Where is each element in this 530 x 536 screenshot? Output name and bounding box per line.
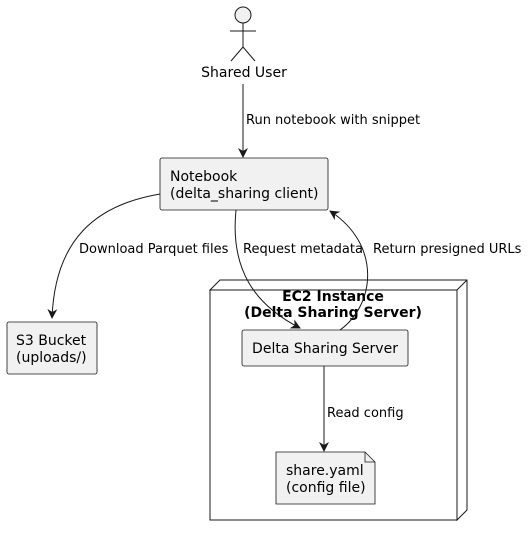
config-title: share.yaml [286, 463, 364, 479]
config-subtitle: (config file) [286, 480, 366, 496]
edge-run-notebook: Run notebook with snippet [238, 84, 420, 158]
edge-request-metadata: Request metadata [234, 209, 363, 329]
s3-bucket-box: S3 Bucket (uploads/) [6, 321, 98, 375]
server-label: Delta Sharing Server [252, 341, 398, 357]
actor-shared-user: Shared User [201, 6, 287, 81]
edge-download-parquet: Download Parquet files [47, 193, 229, 319]
ec2-subtitle: (Delta Sharing Server) [244, 305, 422, 321]
notebook-subtitle: (delta_sharing client) [170, 186, 318, 202]
s3-subtitle: (uploads/) [16, 350, 87, 366]
notebook-box: Notebook (delta_sharing client) [159, 157, 329, 211]
config-file-note: share.yaml (config file) [275, 451, 376, 505]
ec2-title: EC2 Instance [282, 289, 384, 305]
edge-return-label: Return presigned URLs [373, 242, 522, 257]
edge-read-config: Read config [319, 366, 404, 452]
edge-read-label: Read config [327, 406, 404, 421]
s3-title: S3 Bucket [16, 333, 87, 349]
edge-request-label: Request metadata [243, 242, 363, 257]
edge-return-urls: Return presigned URLs [329, 210, 522, 331]
delta-sharing-server-box: Delta Sharing Server [241, 329, 409, 367]
edge-run-label: Run notebook with snippet [246, 113, 420, 128]
notebook-title: Notebook [170, 169, 238, 185]
actor-label: Shared User [201, 65, 287, 81]
edge-download-label: Download Parquet files [79, 242, 229, 257]
